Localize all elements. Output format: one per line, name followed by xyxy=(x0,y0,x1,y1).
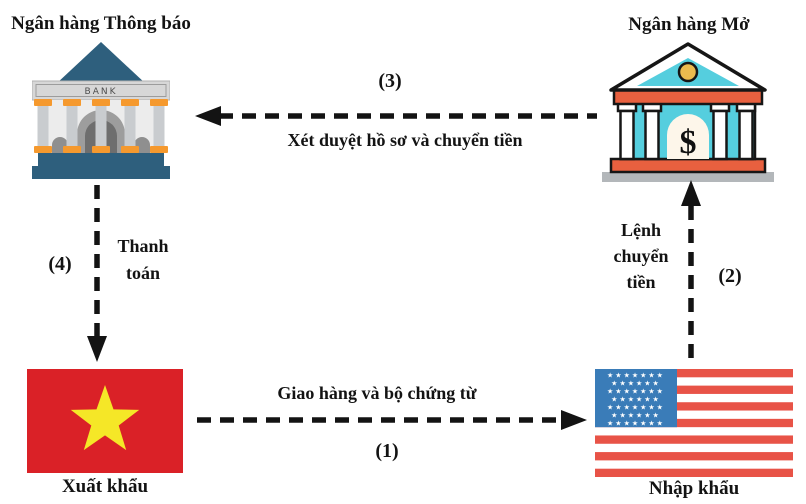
step-3-number: (3) xyxy=(378,70,402,92)
arrow-1-label: Giao hàng và bộ chứng từ xyxy=(277,383,477,403)
arrow-3-label: Xét duyệt hồ sơ và chuyển tiền xyxy=(287,130,523,150)
svg-text:★★★★★★★: ★★★★★★★ xyxy=(607,404,665,412)
advising-bank-label: Ngân hàng Thông báo xyxy=(11,13,191,34)
arrow-4-payment xyxy=(87,185,107,362)
svg-text:★★★★★★★: ★★★★★★★ xyxy=(607,420,665,428)
svg-text:★★★★★★★: ★★★★★★★ xyxy=(607,372,665,380)
opening-bank-label: Ngân hàng Mở xyxy=(628,14,750,35)
opening-bank-icon: $ xyxy=(602,42,774,182)
step-1-number: (1) xyxy=(375,440,399,462)
bank-columns xyxy=(616,101,757,161)
svg-text:★★★★★★★: ★★★★★★★ xyxy=(607,388,665,396)
importer-label: Nhập khẩu xyxy=(648,478,740,499)
bank-sign-text: BANK xyxy=(85,87,118,97)
arrow-4-label: Thanh toán xyxy=(117,236,169,283)
vietnam-flag-icon xyxy=(27,369,183,473)
svg-text:★★★★★★: ★★★★★★ xyxy=(611,380,661,388)
dollar-symbol: $ xyxy=(680,124,697,161)
arrow-2-transfer-order xyxy=(681,180,701,360)
exporter-label: Xuất khẩu xyxy=(61,476,149,497)
advising-bank-icon: BANK xyxy=(32,42,170,179)
arrow-3-review-and-transfer xyxy=(195,106,597,126)
svg-text:★★★★★★: ★★★★★★ xyxy=(611,412,661,420)
bank-columns xyxy=(34,99,168,153)
step-2-number: (2) xyxy=(718,265,742,287)
step-4-number: (4) xyxy=(48,253,72,275)
arrow-2-label: Lệnh chuyển tiền xyxy=(613,220,669,293)
arrow-1-goods-and-documents xyxy=(197,410,587,430)
svg-text:★★★★★★: ★★★★★★ xyxy=(611,396,661,404)
flag-stars: ★★★★★★★ ★★★★★★ ★★★★★★★ ★★★★★★ ★★★★★★★ ★★… xyxy=(607,372,665,428)
usa-flag-icon: ★★★★★★★ ★★★★★★ ★★★★★★★ ★★★★★★ ★★★★★★★ ★★… xyxy=(595,369,793,477)
